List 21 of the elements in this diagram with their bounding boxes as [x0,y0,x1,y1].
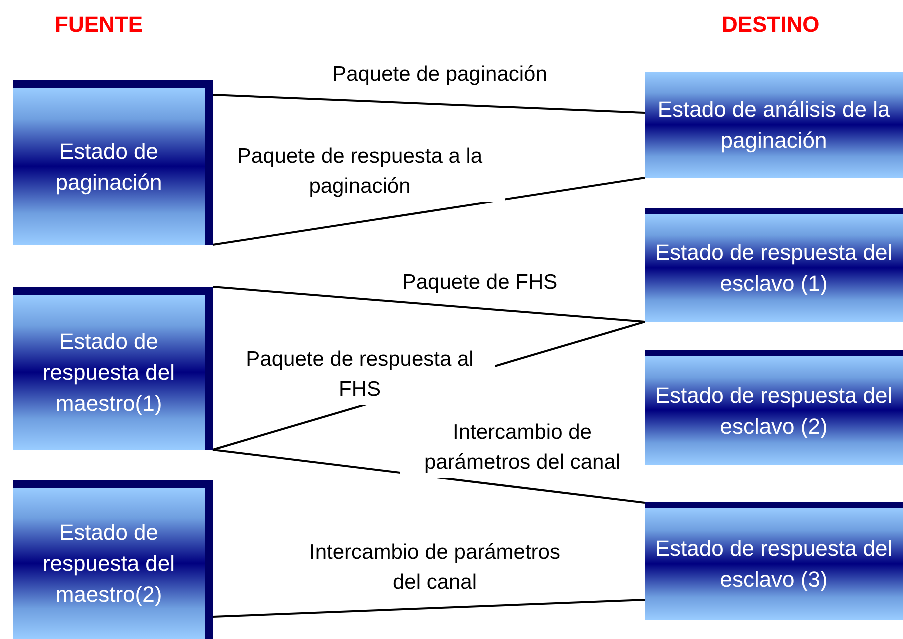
connector-line [212,177,646,246]
connector-line [212,286,646,323]
state-label: Estado de respuesta del maestro(2) [42,519,176,609]
state-box [13,480,213,639]
state-label: Estado de respuesta del esclavo (2) [654,382,894,440]
column-heading: FUENTE [55,12,143,38]
state-box [645,502,903,620]
connector-line [212,599,646,618]
state-label: Estado de paginación [54,138,164,197]
state-label: Estado de respuesta del esclavo (1) [654,239,894,298]
connector-line [212,449,646,504]
state-box [13,80,213,245]
state-label: Estado de respuesta del esclavo (3) [654,535,894,594]
state-box [645,350,903,465]
state-box [13,287,213,450]
state-label: Estado de respuesta del maestro(1) [42,328,176,418]
connector-line [212,94,646,114]
column-heading: DESTINO [722,12,820,38]
state-box [645,208,903,322]
state-label: Estado de análisis de la paginación [656,96,892,155]
state-box [645,72,903,178]
